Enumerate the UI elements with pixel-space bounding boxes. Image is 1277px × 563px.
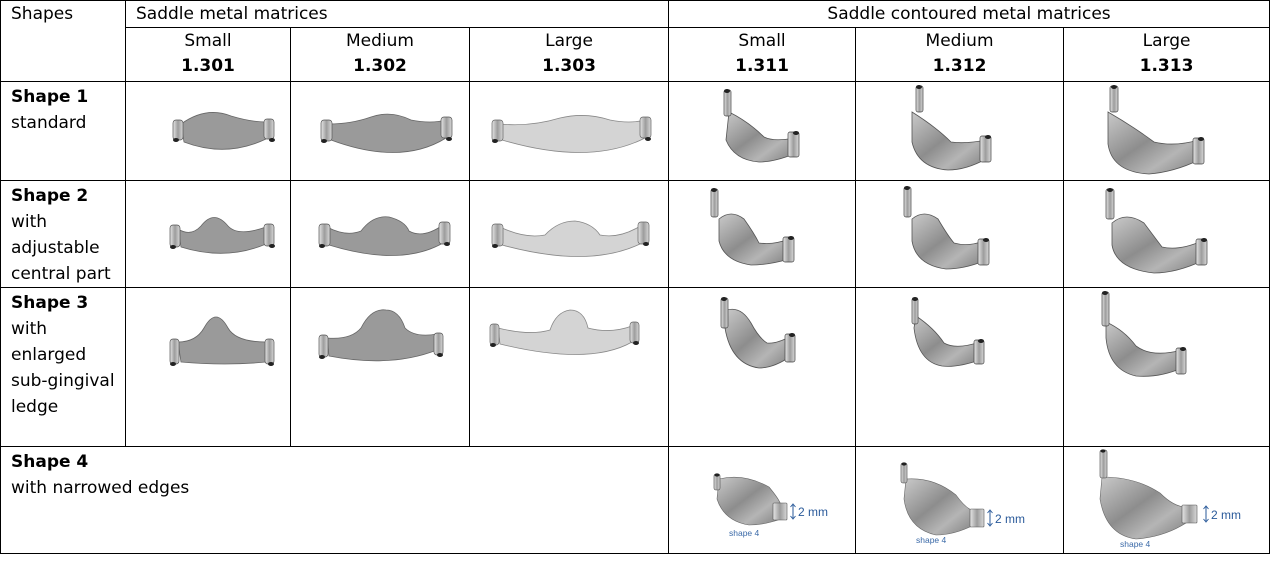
shape-caption: shape 4	[916, 535, 947, 545]
shape-description: with enlarged sub-gingival ledge	[11, 319, 115, 417]
shape-description: standard	[11, 113, 87, 133]
contoured-matrix-narrow-icon: 2 mm shape 4	[713, 473, 828, 538]
cell-shape3-1313	[1063, 287, 1271, 447]
contoured-matrix-icon	[903, 186, 990, 270]
saddle-matrix-adjustable-icon	[169, 217, 275, 254]
saddle-matrix-adjustable-icon	[318, 216, 451, 256]
article-code: 1.301	[181, 56, 235, 76]
group-header-contoured-label: Saddle contoured metal matrices	[827, 4, 1111, 24]
saddle-matrix-standard-icon	[491, 115, 652, 153]
size-name: Medium	[925, 31, 994, 51]
cell-shape1-1303	[468, 81, 670, 181]
article-code: 1.312	[932, 56, 987, 76]
shape-title: Shape 2	[11, 186, 89, 206]
saddle-matrix-standard-icon	[172, 112, 275, 150]
contoured-matrix-icon	[723, 89, 800, 163]
cell-shape2-1303	[468, 180, 670, 288]
row-label-shape-4: Shape 4 with narrowed edges	[0, 446, 670, 554]
cell-shape2-1302	[290, 180, 470, 288]
contoured-matrix-narrow-icon: 2 mm shape 4	[1099, 449, 1241, 549]
shape-description: with adjustable central part	[11, 212, 111, 284]
shape-caption: shape 4	[729, 528, 760, 538]
size-name: Small	[738, 31, 786, 51]
column-header-1301: Small 1.301	[125, 27, 291, 82]
contoured-matrix-icon	[911, 297, 985, 367]
cell-shape3-1301	[125, 287, 291, 447]
shape-title: Shape 1	[11, 87, 89, 107]
contoured-matrix-icon	[1101, 291, 1187, 377]
group-header-contoured: Saddle contoured metal matrices	[668, 0, 1271, 28]
contoured-matrix-icon	[1107, 85, 1205, 175]
cell-shape4-1311: 2 mm shape 4	[668, 446, 857, 554]
row-label-shape-3: Shape 3 with enlarged sub-gingival ledge	[0, 287, 126, 447]
contoured-matrix-icon	[911, 85, 992, 171]
cell-shape3-1312	[855, 287, 1065, 447]
saddle-matrix-adjustable-icon	[491, 220, 650, 257]
cell-shape2-1301	[125, 180, 291, 288]
column-header-1313: Large 1.313	[1063, 27, 1271, 82]
shape-title: Shape 3	[11, 293, 89, 313]
size-name: Large	[545, 31, 593, 51]
matrix-table: Shapes Saddle metal matrices Saddle cont…	[0, 0, 1271, 554]
cell-shape2-1311	[668, 180, 857, 288]
row-label-shape-2: Shape 2 with adjustable central part	[0, 180, 126, 288]
cell-shape4-1313: 2 mm shape 4	[1063, 446, 1271, 554]
saddle-matrix-enlarged-ledge-icon	[318, 309, 444, 362]
cell-shape4-1312: 2 mm shape 4	[855, 446, 1065, 554]
column-header-1312: Medium 1.312	[855, 27, 1065, 82]
cell-shape3-1303	[468, 287, 670, 447]
column-header-1311: Small 1.311	[668, 27, 857, 82]
size-name: Large	[1142, 31, 1191, 51]
column-header-1302: Medium 1.302	[290, 27, 470, 82]
contoured-matrix-icon	[710, 188, 795, 266]
cell-shape1-1301	[125, 81, 291, 181]
dimension-label: 2 mm	[798, 505, 828, 519]
row-label-shape-1: Shape 1 standard	[0, 81, 126, 181]
size-name: Medium	[346, 31, 414, 51]
cell-shape2-1312	[855, 180, 1065, 288]
cell-shape1-1313	[1063, 81, 1271, 181]
cell-shape3-1302	[290, 287, 470, 447]
saddle-matrix-standard-icon	[320, 113, 453, 153]
article-code: 1.302	[353, 56, 407, 76]
cell-shape1-1311	[668, 81, 857, 181]
shape-title: Shape 4	[11, 452, 89, 472]
shape-description: with narrowed edges	[11, 478, 190, 498]
dimension-label: 2 mm	[995, 512, 1025, 526]
shape-caption: shape 4	[1120, 539, 1151, 549]
size-name: Small	[184, 31, 232, 51]
article-code: 1.313	[1139, 56, 1194, 76]
shapes-header: Shapes	[0, 0, 126, 82]
cell-shape1-1312	[855, 81, 1065, 181]
group-header-saddle: Saddle metal matrices	[124, 0, 670, 28]
contoured-matrix-icon	[1105, 188, 1208, 274]
cell-shape2-1313	[1063, 180, 1271, 288]
group-header-saddle-label: Saddle metal matrices	[136, 4, 328, 24]
shapes-header-label: Shapes	[11, 4, 74, 24]
cell-shape1-1302	[290, 81, 470, 181]
saddle-matrix-enlarged-ledge-icon	[169, 316, 275, 366]
saddle-matrix-enlarged-ledge-icon	[489, 309, 640, 355]
dimension-label: 2 mm	[1211, 508, 1241, 522]
cell-shape3-1311	[668, 287, 857, 447]
article-code: 1.311	[735, 56, 789, 76]
column-header-1303: Large 1.303	[468, 27, 670, 82]
article-code: 1.303	[542, 56, 596, 76]
contoured-matrix-narrow-icon: 2 mm shape 4	[900, 462, 1025, 545]
contoured-matrix-icon	[720, 297, 796, 369]
